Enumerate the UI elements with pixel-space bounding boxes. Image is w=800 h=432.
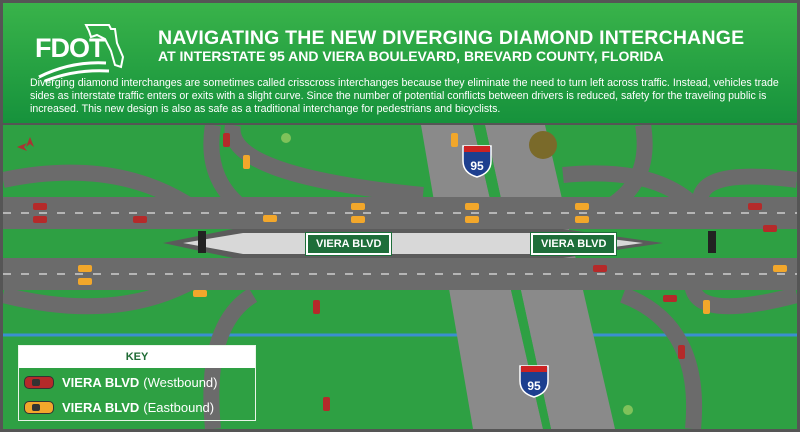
header: FDOT NAVIGATING THE NEW DIVERGING DIAMON… — [3, 3, 797, 123]
compass-icon — [17, 137, 34, 151]
median-island — [183, 233, 643, 254]
legend-direction: (Eastbound) — [143, 399, 215, 415]
logo-text: FDOT — [35, 33, 105, 63]
legend-direction: (Westbound) — [143, 374, 218, 390]
traffic-signal — [198, 231, 206, 253]
viera-blvd-sign-east: VIERA BLVD — [529, 232, 618, 256]
legend-road: VIERA BLVD — [62, 374, 140, 390]
svg-text:95: 95 — [527, 379, 541, 393]
westbound-cars — [33, 133, 777, 411]
page-title: NAVIGATING THE NEW DIVERGING DIAMOND INT… — [158, 27, 745, 49]
i95-shield-south: 95 — [519, 365, 549, 398]
legend: KEY VIERA BLVD (Westbound) VIERA BLVD (E… — [18, 345, 256, 421]
traffic-signal — [708, 231, 716, 253]
legend-title: KEY — [19, 346, 255, 368]
viera-blvd-sign-west: VIERA BLVD — [304, 232, 393, 256]
yellow-car-icon — [24, 400, 54, 414]
fdot-logo: FDOT — [31, 21, 131, 83]
description: Diverging diamond interchanges are somet… — [30, 77, 779, 115]
page-subtitle: AT INTERSTATE 95 AND VIERA BOULEVARD, BR… — [158, 48, 664, 64]
tree — [529, 131, 557, 159]
legend-item-eastbound: VIERA BLVD (Eastbound) — [19, 396, 255, 418]
eastbound-cars — [78, 133, 787, 314]
legend-road: VIERA BLVD — [62, 399, 140, 415]
legend-item-westbound: VIERA BLVD (Westbound) — [19, 371, 255, 393]
interchange-map: 95 95 VIERA BLVD VIERA BLVD — [3, 125, 797, 429]
i95-shield-north: 95 — [462, 145, 492, 178]
red-car-icon — [24, 375, 54, 389]
svg-text:95: 95 — [470, 159, 484, 173]
